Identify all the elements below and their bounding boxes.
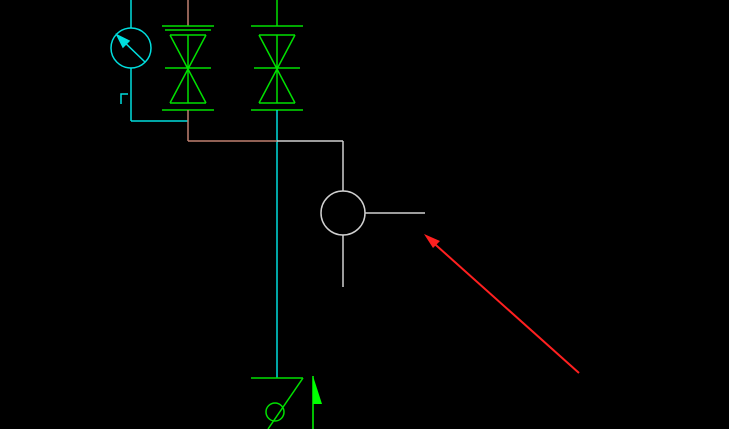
bottom-valve-icon	[251, 377, 304, 429]
green-flag-icon	[312, 376, 322, 429]
gate-valve-right-icon	[251, 0, 303, 111]
gate-valve-left-icon	[162, 0, 214, 141]
red-arrow-icon	[424, 234, 580, 374]
circle-tee-icon	[277, 140, 425, 287]
pressure-gauge-icon	[110, 0, 188, 122]
